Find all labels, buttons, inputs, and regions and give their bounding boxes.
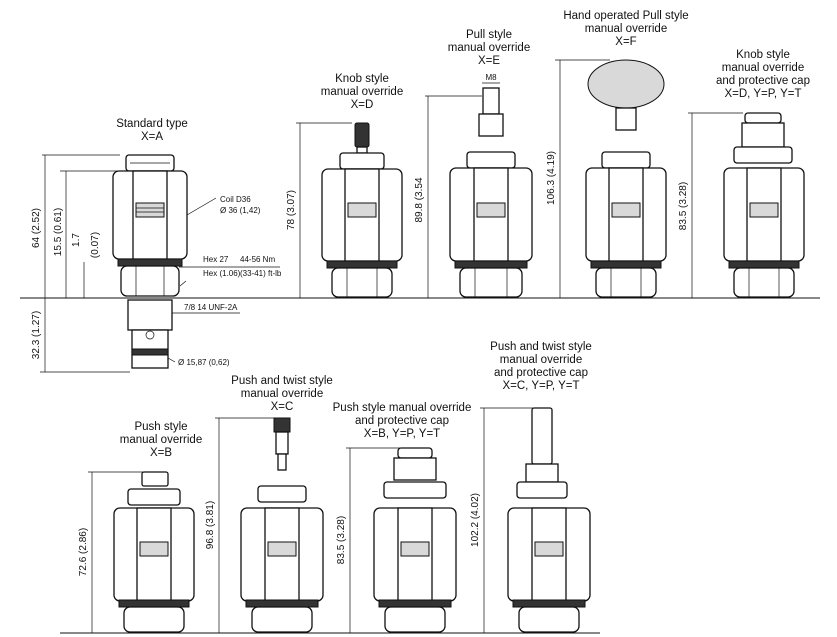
standard-torque-nm: 44-56 Nm bbox=[240, 255, 275, 264]
standard-dim-small-in: (0.07) bbox=[90, 232, 101, 258]
standard-hex-size: Hex 27 bbox=[203, 255, 229, 264]
push-title-line1: Push style bbox=[134, 421, 187, 433]
push-twist-title-line1: Push and twist style bbox=[231, 375, 333, 387]
standard-title-line1: Standard type bbox=[116, 118, 188, 130]
hand-pull-title-line1: Hand operated Pull style bbox=[563, 10, 688, 22]
knob-cap-title-line1: Knob style bbox=[736, 49, 790, 61]
push-twist-cap-title-line1: Push and twist style bbox=[490, 341, 592, 353]
valve-knob-cap: Knob style manual override and protectiv… bbox=[678, 49, 810, 298]
standard-dim-height: 64 (2.52) bbox=[31, 208, 42, 248]
valve-pull: Pull style manual override X=E M8 89.8 (… bbox=[414, 29, 533, 298]
valve-push-twist: Push and twist style manual override X=C… bbox=[205, 375, 333, 633]
knob-dim-height: 78 (3.07) bbox=[286, 190, 297, 230]
valve-push-cap: Push style manual override and protectiv… bbox=[333, 402, 472, 633]
valve-standard: Standard type X=A 64 (2.52) 15.5 (0.61) … bbox=[31, 118, 282, 373]
push-cap-title-line1: Push style manual override bbox=[333, 402, 472, 414]
push-cap-dim-height: 83.5 (3.28) bbox=[336, 516, 347, 564]
knob-cap-title-line4: X=D, Y=P, Y=T bbox=[724, 88, 801, 100]
push-twist-cap-title-line2: manual override bbox=[500, 354, 582, 366]
push-title-line3: X=B bbox=[150, 447, 172, 459]
hand-pull-title-line2: manual override bbox=[585, 23, 667, 35]
pull-dim-height: 89.8 (3.54 bbox=[414, 177, 425, 222]
standard-hex-size-in: Hex (1.06) bbox=[203, 269, 241, 278]
standard-dim-coil-top: 15.5 (0.61) bbox=[53, 208, 64, 256]
pull-title-line3: X=E bbox=[478, 55, 500, 67]
knob-title-line2: manual override bbox=[321, 86, 403, 98]
standard-coil-type: Coil D36 bbox=[220, 195, 251, 204]
push-cap-title-line2: and protective cap bbox=[355, 415, 449, 427]
valve-hand-pull: Hand operated Pull style manual override… bbox=[546, 10, 689, 298]
push-title-line2: manual override bbox=[120, 434, 202, 446]
standard-dim-cartridge: 32.3 (1.27) bbox=[31, 311, 42, 359]
push-twist-dim-height: 96.8 (3.81) bbox=[205, 501, 216, 549]
knob-cap-dim-height: 83.5 (3.28) bbox=[678, 182, 689, 230]
push-twist-cap-title-line4: X=C, Y=P, Y=T bbox=[502, 380, 579, 392]
push-twist-title-line3: X=C bbox=[271, 401, 294, 413]
knob-cap-title-line3: and protective cap bbox=[716, 75, 810, 87]
push-cap-title-line3: X=B, Y=P, Y=T bbox=[364, 428, 440, 440]
valve-push-twist-cap: Push and twist style manual override and… bbox=[470, 341, 592, 633]
push-twist-cap-dim-height: 102.2 (4.02) bbox=[470, 493, 481, 547]
push-twist-cap-title-line3: and protective cap bbox=[494, 367, 588, 379]
knob-cap-title-line2: manual override bbox=[722, 62, 804, 74]
pull-title-line2: manual override bbox=[448, 42, 530, 54]
pull-title-line1: Pull style bbox=[466, 29, 512, 41]
valve-knob: Knob style manual override X=D 78 (3.07) bbox=[286, 73, 403, 298]
knob-title-line3: X=D bbox=[351, 99, 374, 111]
push-twist-title-line2: manual override bbox=[241, 388, 323, 400]
standard-torque-ftlb: (33-41) ft-lb bbox=[240, 269, 282, 278]
push-dim-height: 72.6 (2.86) bbox=[78, 528, 89, 576]
pull-thread-label: M8 bbox=[485, 73, 497, 82]
standard-seal-diameter: Ø 15,87 (0,62) bbox=[178, 358, 230, 367]
standard-thread: 7/8 14 UNF-2A bbox=[184, 303, 238, 312]
standard-coil-diameter: Ø 36 (1,42) bbox=[220, 206, 261, 215]
knob-title-line1: Knob style bbox=[335, 73, 389, 85]
hand-pull-title-line3: X=F bbox=[615, 36, 636, 48]
standard-dim-small: 1.7 bbox=[71, 233, 82, 247]
valve-push: Push style manual override X=B 72.6 (2.8… bbox=[78, 421, 202, 633]
hand-pull-dim-height: 106.3 (4.19) bbox=[546, 151, 557, 205]
standard-title-line2: X=A bbox=[141, 131, 163, 143]
